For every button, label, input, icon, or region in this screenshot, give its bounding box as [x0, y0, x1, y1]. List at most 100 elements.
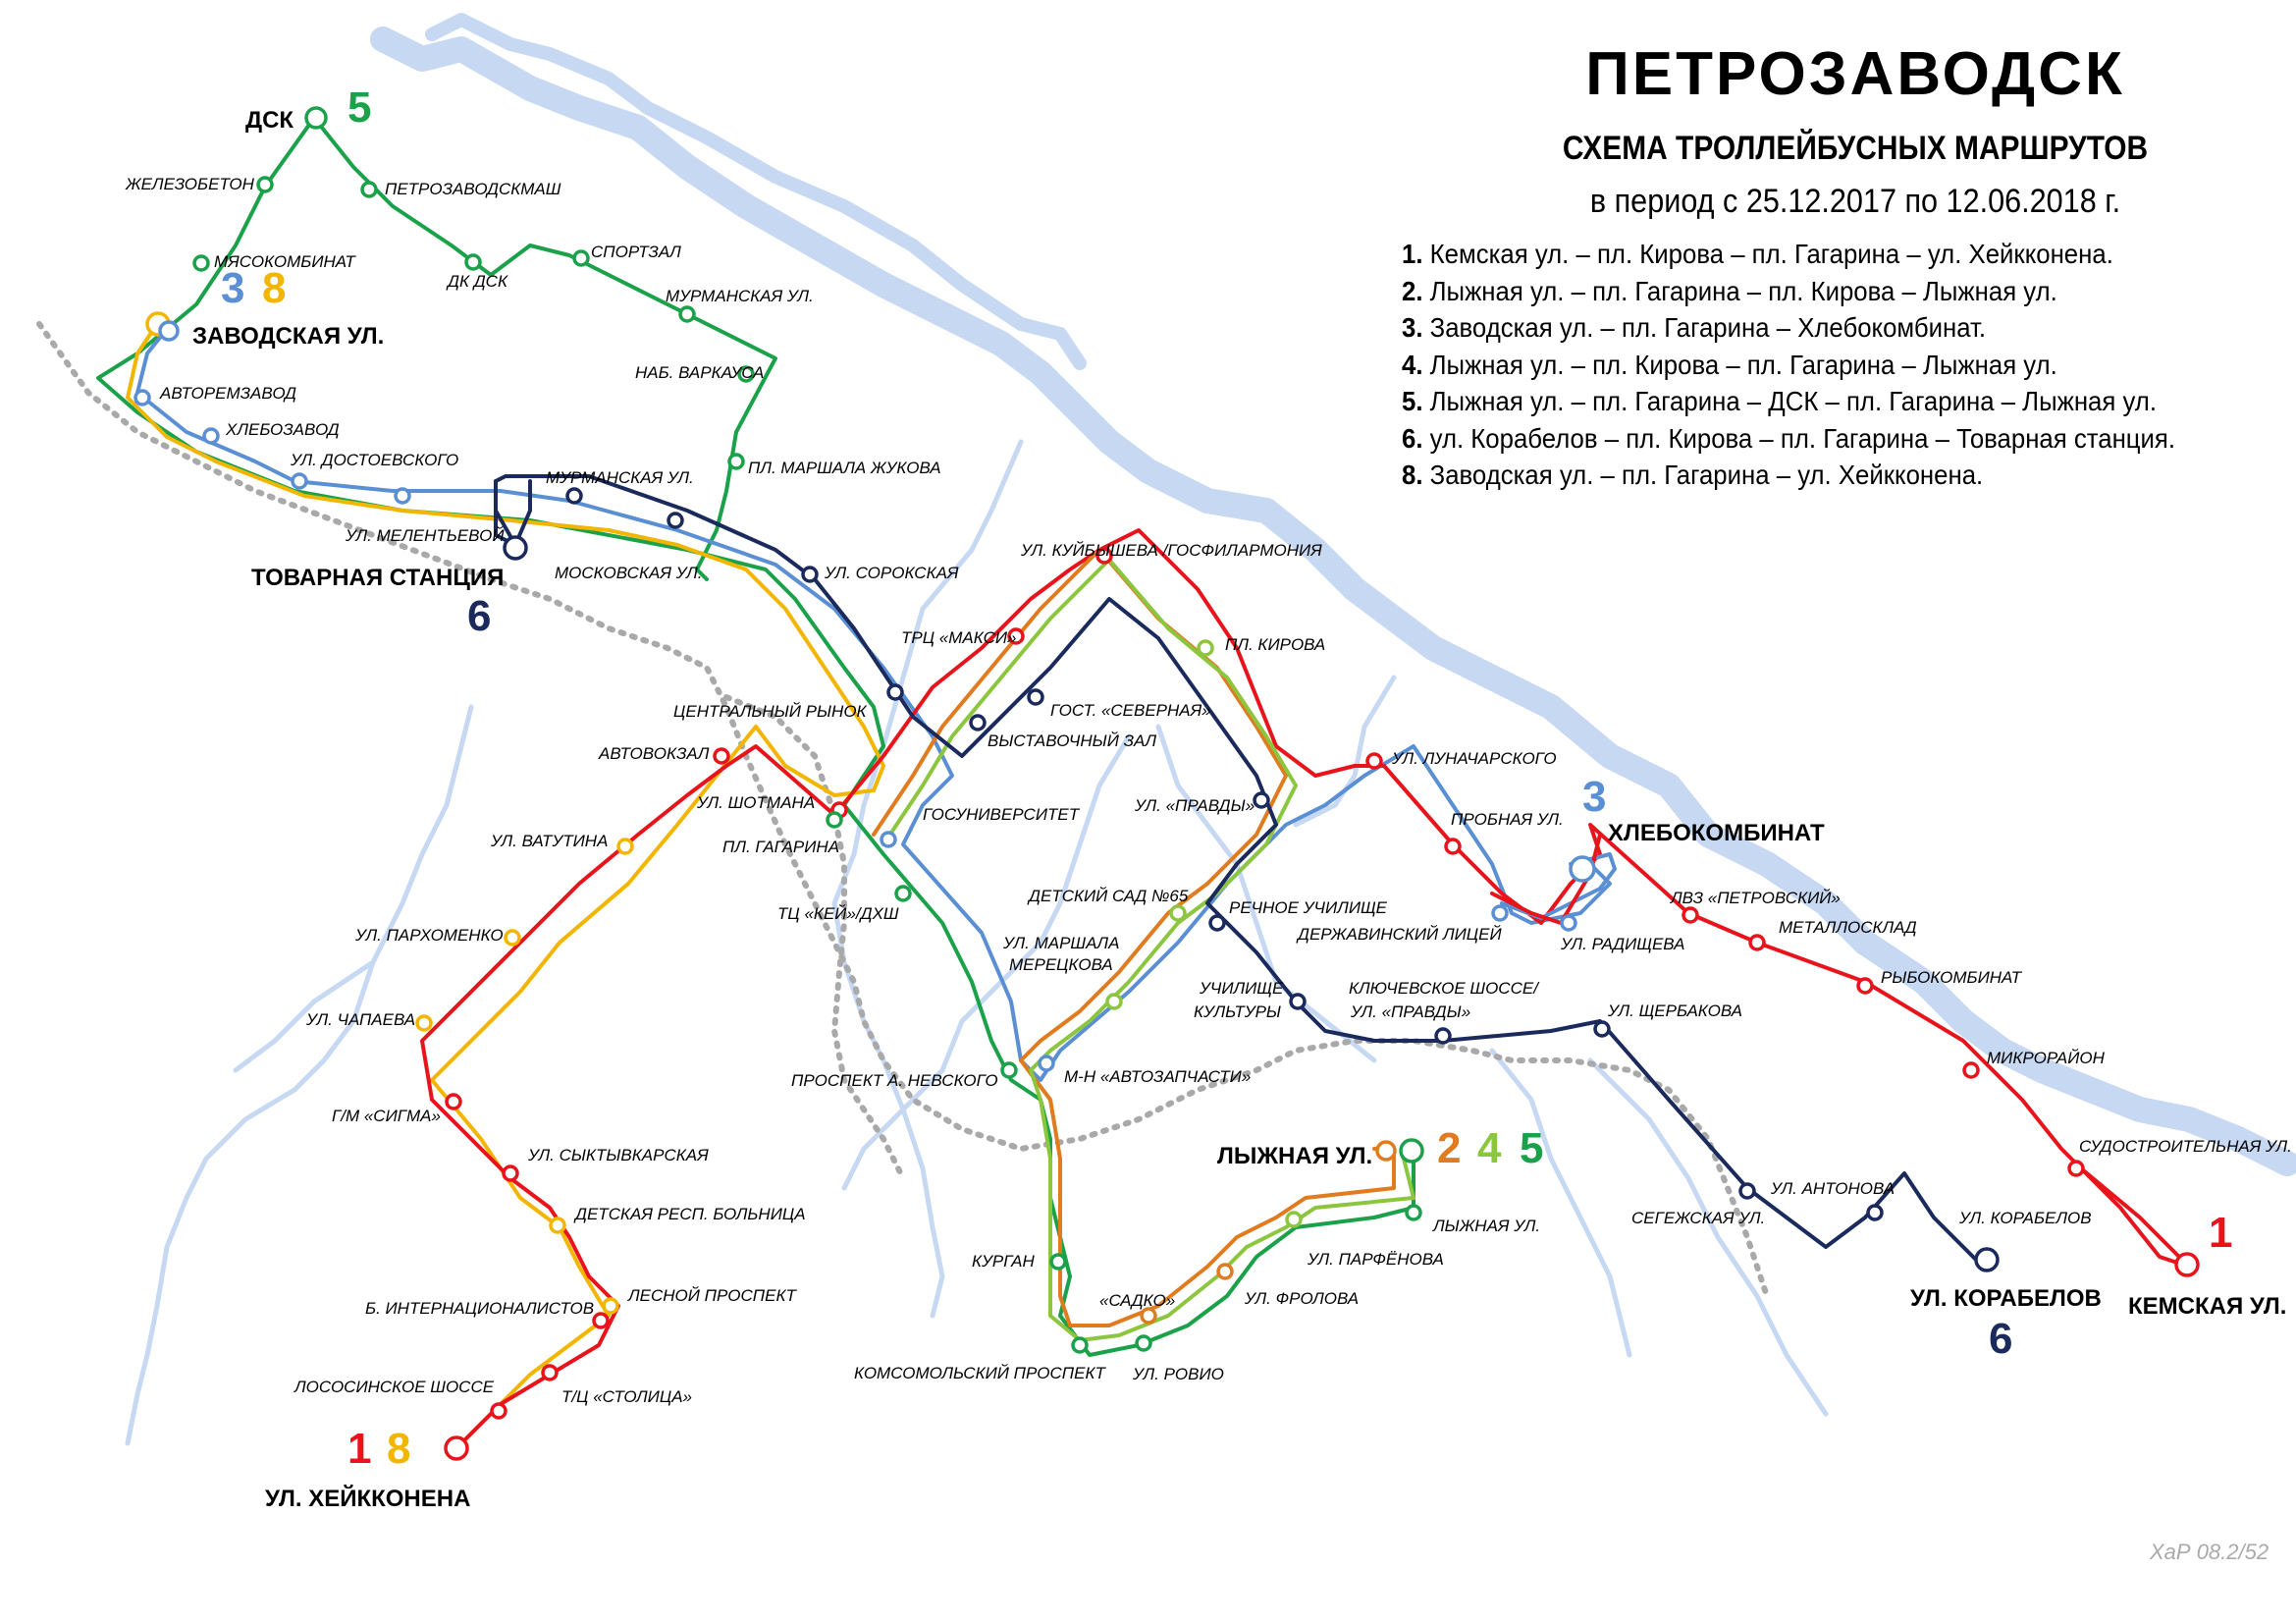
stop-lososinskoe[interactable] — [490, 1402, 507, 1420]
stop-dsk[interactable] — [304, 106, 328, 130]
label-lyzhnaya-stop: ЛЫЖНАЯ УЛ. — [1432, 1217, 1540, 1235]
stop-sad65[interactable] — [1169, 904, 1187, 922]
stop-gagarina[interactable] — [826, 811, 843, 829]
route-list-item: 5. Лыжная ул. – пл. Гагарина – ДСК – пл.… — [1402, 386, 2157, 416]
validity-period: в период с 25.12.2017 по 12.06.2018 г. — [1589, 183, 2121, 220]
stop-sudostroitelnaya[interactable] — [2067, 1160, 2085, 1177]
stop-antonova[interactable] — [1866, 1204, 1884, 1221]
label-frolova: УЛ. ФРОЛОВА — [1244, 1289, 1359, 1308]
stop-nevskogo[interactable] — [1000, 1061, 1018, 1079]
stop-dkdsk[interactable] — [464, 253, 482, 271]
stop-klyuchevskoe[interactable] — [1434, 1027, 1452, 1045]
label-gosuniver: ГОСУНИВЕРСИТЕТ — [923, 805, 1081, 824]
stop-zhelezobeton[interactable] — [256, 176, 274, 193]
stop-shcherbakova[interactable] — [1593, 1020, 1611, 1038]
stop-probnaya[interactable] — [1444, 838, 1462, 855]
stop-lyzhnaya-stop[interactable] — [1405, 1204, 1422, 1221]
route-list: 1. Кемская ул. – пл. Кирова – пл. Гагари… — [1402, 236, 2215, 494]
stop-bolnitsa[interactable] — [549, 1217, 566, 1234]
label-myasokombinat: МЯСОКОМБИНАТ — [214, 252, 356, 271]
stop-meretskova[interactable] — [1105, 993, 1123, 1010]
label-korabelov-stop: УЛ. КОРАБЕЛОВ — [1958, 1209, 2092, 1227]
stop-frolova[interactable] — [1216, 1263, 1234, 1280]
river-5 — [1587, 1057, 1829, 1417]
stop-syktyvkarskaya[interactable] — [502, 1164, 519, 1182]
label-mikrorayon: МИКРОРАЙОН — [1987, 1048, 2106, 1067]
mark-heikkonena-8: 8 — [387, 1425, 410, 1473]
label-zhelezobeton: ЖЕЛЕЗОБЕТОН — [125, 175, 255, 193]
stop-pravdy1[interactable] — [1253, 791, 1270, 809]
stop-internatsionalistov[interactable] — [592, 1312, 610, 1329]
stop-stolitsa[interactable] — [541, 1364, 559, 1381]
stop-kurgan[interactable] — [1049, 1253, 1067, 1271]
stop-korabelov[interactable] — [1974, 1247, 2000, 1272]
stop-sigma[interactable] — [445, 1093, 462, 1110]
stop-uchilishche[interactable] — [1289, 993, 1307, 1010]
stop-melentyevoy[interactable] — [394, 487, 411, 505]
stop-varkausa[interactable] — [737, 365, 755, 383]
stop-sorokskaya[interactable] — [801, 566, 819, 583]
stop-kemskaya[interactable] — [2174, 1252, 2200, 1277]
stop-radishcheva[interactable] — [1560, 914, 1577, 932]
stop-metalloslad[interactable] — [1748, 934, 1766, 951]
stop-tovarnaya[interactable] — [503, 535, 528, 561]
stop-severnaya[interactable] — [1027, 688, 1044, 706]
stop-zhukova[interactable] — [727, 453, 745, 470]
stop-segezhskaya[interactable] — [1738, 1182, 1756, 1200]
stop-sadko[interactable] — [1140, 1307, 1157, 1325]
stop-maksi[interactable] — [1007, 627, 1025, 645]
route-list-item: 6. ул. Корабелов – пл. Кирова – пл. Гага… — [1402, 422, 2176, 454]
stop-sportzal[interactable] — [572, 249, 590, 267]
stop-khlebokombinat[interactable] — [1569, 855, 1596, 883]
stop-murmanskaya2[interactable] — [565, 487, 583, 505]
stop-parfenova[interactable] — [1285, 1211, 1303, 1228]
stop-heikkonena[interactable] — [444, 1435, 469, 1461]
stop-vatutina[interactable] — [616, 838, 634, 855]
stop-petrozavodskmash[interactable] — [360, 181, 378, 198]
stop-avtovokzal[interactable] — [713, 747, 730, 765]
stop-kuybysheva[interactable] — [1095, 547, 1113, 565]
stop-vystavochny[interactable] — [969, 714, 987, 731]
stop-rybokombinat[interactable] — [1856, 977, 1874, 995]
stop-lesnoy[interactable] — [602, 1297, 619, 1315]
river-lososinka — [125, 704, 474, 1446]
label-varkausa: НАБ. ВАРКАУСА — [635, 363, 764, 382]
stop-mikrorayon[interactable] — [1962, 1061, 1980, 1079]
stop-gosuniver[interactable] — [880, 831, 897, 848]
label-rynok: ЦЕНТРАЛЬНЫЙ РЫНОК — [673, 701, 868, 721]
stop-markers — [133, 106, 2200, 1461]
terminal-lyzhnaya: ЛЫЖНАЯ УЛ. — [1217, 1143, 1372, 1169]
stop-dostoevskogo[interactable] — [291, 472, 308, 490]
label-severnaya: ГОСТ. «СЕВЕРНАЯ» — [1050, 701, 1211, 720]
label-pravdy1: УЛ. «ПРАВДЫ» — [1134, 796, 1255, 815]
stop-rynok[interactable] — [886, 683, 904, 701]
stop-avtoremzavod[interactable] — [133, 389, 151, 406]
stop-moskovskaya[interactable] — [667, 512, 684, 529]
label-murmanskaya1: МУРМАНСКАЯ УЛ. — [666, 287, 814, 305]
stop-avtozapchasti[interactable] — [1038, 1055, 1055, 1072]
label-gagarina: ПЛ. ГАГАРИНА — [722, 838, 839, 856]
label-rechnoe: РЕЧНОЕ УЧИЛИЩЕ — [1229, 898, 1388, 917]
stop-derzhavinsky[interactable] — [1491, 904, 1509, 922]
stop-lvz[interactable] — [1682, 906, 1699, 924]
stop-murmanskaya1[interactable] — [678, 305, 696, 323]
label-sigma: Г/М «СИГМА» — [332, 1107, 441, 1125]
stop-chapaeva[interactable] — [415, 1014, 433, 1032]
stop-lyzhnaya[interactable] — [1399, 1138, 1424, 1164]
railway-main — [36, 321, 1770, 1299]
stop-komsomolsky[interactable] — [1071, 1336, 1089, 1354]
route-list-item: 3. Заводская ул. – пл. Гагарина – Хлебок… — [1402, 312, 1987, 343]
stop-lunacharskogo[interactable] — [1365, 752, 1383, 770]
mark-tovarnaya-6: 6 — [467, 592, 491, 640]
stop-lyzhnaya-2[interactable] — [1375, 1140, 1397, 1162]
stop-myasokombinat[interactable] — [192, 254, 210, 272]
stop-zavodskaya-3[interactable] — [158, 320, 180, 342]
river-6 — [1489, 1048, 1632, 1358]
mark-lyzhnaya-4: 4 — [1477, 1124, 1502, 1172]
stop-key[interactable] — [894, 885, 912, 902]
stop-rovio[interactable] — [1135, 1334, 1152, 1352]
stop-rechnoe[interactable] — [1208, 914, 1226, 932]
stop-kirova[interactable] — [1197, 639, 1214, 657]
stop-parkhomenko[interactable] — [504, 929, 521, 947]
stop-khlebozavod[interactable] — [202, 427, 220, 445]
